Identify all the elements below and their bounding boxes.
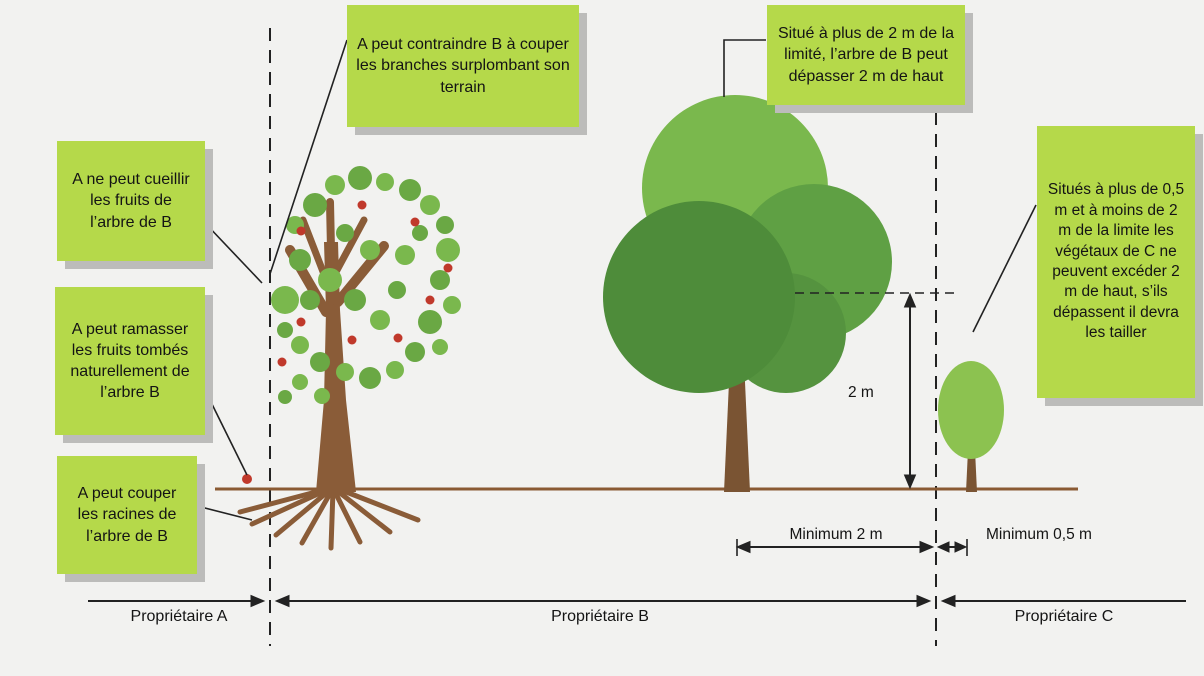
fallen-fruit bbox=[242, 474, 252, 484]
callout-ramasser-text: A peut ramasser les fruits tombés nature… bbox=[70, 320, 190, 402]
connector-branches bbox=[269, 39, 348, 275]
callout-ramasser: A peut ramasser les fruits tombés nature… bbox=[55, 287, 205, 435]
callout-branches-text: A peut contraindre B à couper les branch… bbox=[356, 36, 570, 96]
connector-racines bbox=[196, 505, 253, 521]
callout-cueillir-text: A ne peut cueillir les fruits de l’arbre… bbox=[72, 171, 190, 231]
owner-c-label: Propriétaire C bbox=[1014, 608, 1114, 625]
callout-cueillir: A ne peut cueillir les fruits de l’arbre… bbox=[57, 141, 205, 261]
callout-vegetaux-c: Situés à plus de 0,5 m et à moins de 2 m… bbox=[1037, 126, 1195, 398]
fruit-tree bbox=[237, 166, 461, 551]
callout-arbre-b-text: Situé à plus de 2 m de la limité, l’arbr… bbox=[777, 25, 955, 85]
min-2m-arrow bbox=[735, 539, 935, 556]
callout-racines-text: A peut couper les racines de l’arbre de … bbox=[77, 485, 177, 545]
fruit-tree-fruits bbox=[277, 200, 453, 367]
connector-cueillir bbox=[205, 223, 263, 284]
min-05m-label: Minimum 0,5 m bbox=[986, 526, 1092, 543]
shrub-trunk bbox=[966, 450, 977, 492]
shrub-foliage bbox=[938, 361, 1004, 459]
callout-racines: A peut couper les racines de l’arbre de … bbox=[57, 456, 197, 574]
owner-b-label: Propriétaire B bbox=[551, 608, 649, 625]
callout-vegetaux-c-text: Situés à plus de 0,5 m et à moins de 2 m… bbox=[1047, 181, 1185, 342]
owner-a-label: Propriétaire A bbox=[130, 608, 228, 625]
owner-span-arrows bbox=[88, 594, 1186, 608]
height-2m-label: 2 m bbox=[848, 384, 874, 401]
connector-vegetaux-c bbox=[972, 204, 1037, 333]
connector-arbre-b bbox=[723, 39, 766, 97]
fruit-tree-roots bbox=[237, 485, 421, 551]
callout-arbre-b: Situé à plus de 2 m de la limité, l’arbr… bbox=[767, 5, 965, 105]
connector-lines bbox=[196, 39, 1037, 521]
large-tree-trunk bbox=[724, 360, 750, 492]
shrub bbox=[938, 361, 1004, 492]
height-arrow-2m bbox=[903, 292, 917, 490]
min-05m-arrow bbox=[936, 539, 968, 556]
min-2m-label: Minimum 2 m bbox=[789, 526, 883, 543]
connector-ramasser bbox=[205, 391, 248, 476]
large-tree-foliage bbox=[603, 95, 892, 393]
large-tree bbox=[603, 95, 892, 492]
fruit-tree-foliage bbox=[271, 166, 461, 404]
callout-branches: A peut contraindre B à couper les branch… bbox=[347, 5, 579, 127]
